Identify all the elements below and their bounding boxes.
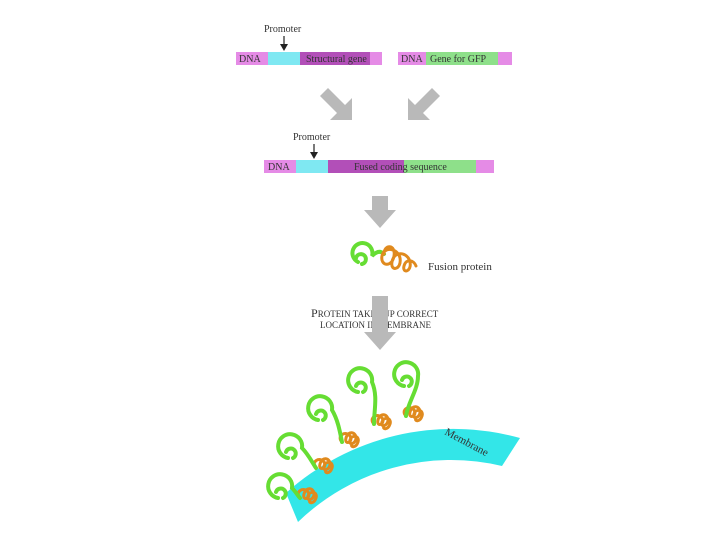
fusion-protein: Fusion protein	[350, 241, 492, 273]
dna-segment-right	[398, 52, 426, 65]
embedded-coil-2	[312, 457, 334, 475]
dna-segment-fused	[264, 160, 296, 173]
embedded-coil-4	[370, 413, 392, 431]
embedded-coil-5	[402, 405, 424, 423]
surface-gfp-4	[346, 366, 378, 426]
dna-segment-left-end	[370, 52, 382, 65]
dna-segment-right-end	[498, 52, 512, 65]
arrow-down-2-icon	[364, 296, 396, 350]
fused-construct: Promoter DNA Fused coding sequence	[264, 132, 494, 173]
fused-sequence-label: Fused coding sequence	[354, 162, 447, 173]
arrow-down-right-icon	[320, 88, 352, 120]
surface-gfp-5	[392, 360, 421, 418]
promoter-label-top: Promoter	[264, 24, 302, 35]
membrane-scene: Membrane	[266, 360, 520, 522]
structural-gene-segment	[300, 52, 370, 65]
embedded-coil-1	[296, 487, 318, 505]
membrane-band	[286, 428, 520, 522]
structural-gene-label: Structural gene	[306, 54, 367, 65]
surface-gfp-2	[276, 432, 318, 470]
surface-gfp-1	[266, 472, 302, 500]
embedded-protein-coils	[296, 405, 424, 505]
dna-segment-fused-end	[476, 160, 494, 173]
dna-segment-left	[236, 52, 268, 65]
fused-structural-segment	[328, 160, 404, 173]
dna-label-right: DNA	[401, 54, 423, 65]
arrow-down-left-icon	[408, 88, 440, 120]
promoter-arrowhead-fused-icon	[310, 152, 318, 159]
surface-gfp-3	[306, 394, 344, 444]
gfp-gene-segment	[426, 52, 498, 65]
gfp-gene-construct: DNA Gene for GFP	[398, 52, 512, 65]
embedded-coil-3	[338, 431, 360, 449]
structural-gene-construct: Promoter DNA Structural gene	[236, 24, 382, 65]
converging-arrows	[320, 88, 440, 120]
dna-label-fused: DNA	[268, 162, 290, 173]
promoter-segment-left	[268, 52, 300, 65]
surface-gfp-coils	[266, 360, 421, 500]
fusion-gfp-coil	[350, 241, 386, 266]
gfp-gene-label: Gene for GFP	[430, 54, 487, 65]
dna-label-left: DNA	[239, 54, 261, 65]
promoter-segment-fused	[296, 160, 328, 173]
promoter-label-fused: Promoter	[293, 132, 331, 143]
promoter-arrowhead-top-icon	[280, 44, 288, 51]
caption-line-1-initial: P	[311, 306, 318, 320]
fusion-protein-coil	[380, 245, 418, 273]
arrow-down-1-icon	[364, 196, 396, 228]
fusion-protein-label: Fusion protein	[428, 261, 492, 273]
fused-gfp-segment	[404, 160, 476, 173]
